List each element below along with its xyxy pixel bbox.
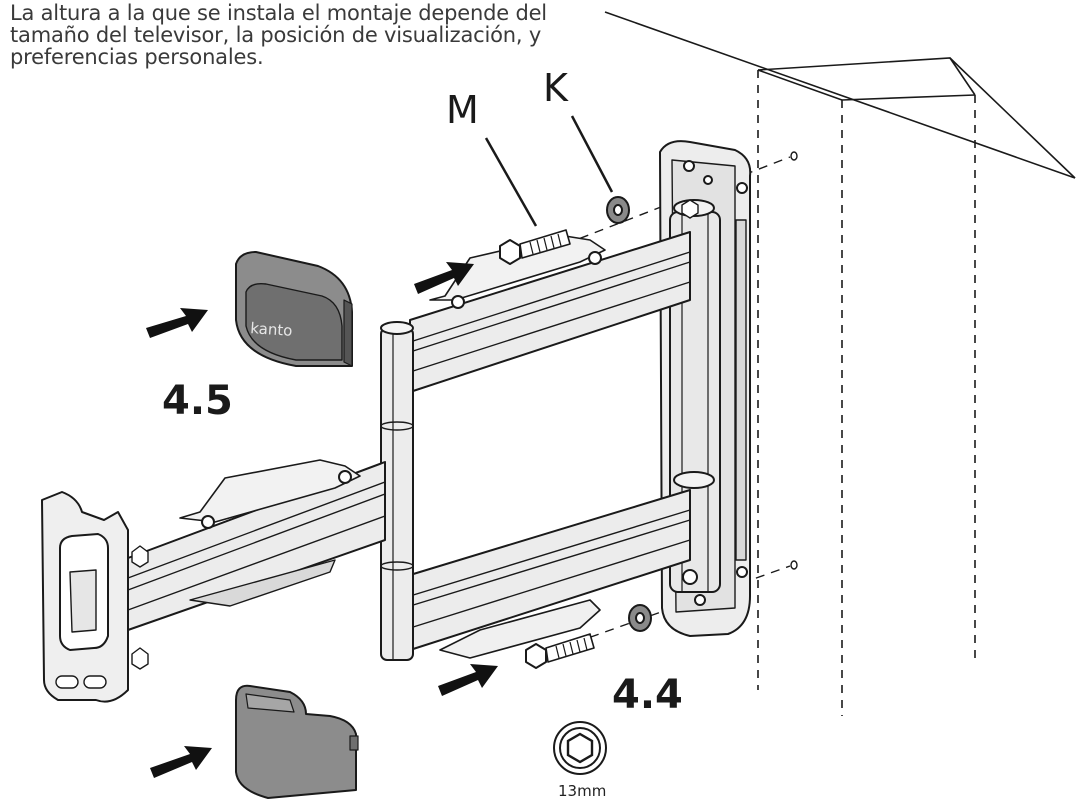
wall-hole-bottom	[790, 560, 798, 570]
bolt-bottom	[525, 633, 595, 669]
washer-k-top	[606, 196, 630, 224]
arrow-to-bottom-bolt	[438, 664, 498, 696]
arrow-to-top-bolt	[414, 262, 474, 294]
outer-arm-rail	[127, 459, 386, 631]
washer-bottom	[628, 604, 652, 632]
label-tool-size: 13mm	[558, 782, 607, 800]
upper-arm-rail	[409, 231, 691, 393]
bolt-m-top	[499, 229, 571, 265]
cap-brand-text: kanto	[250, 319, 293, 340]
top-end-cap: kanto	[235, 251, 353, 367]
label-bolt-m: M	[446, 88, 479, 132]
tv-plate	[41, 491, 149, 703]
wall-stud	[604, 11, 1076, 716]
wall-hole-top	[790, 151, 798, 161]
arrow-to-bottom-cap	[150, 746, 212, 778]
label-step-4-4: 4.4	[612, 672, 683, 718]
hex-socket-icon	[553, 721, 607, 775]
bottom-end-cap	[235, 684, 359, 799]
instruction-text: La altura a la que se instala el montaje…	[10, 1, 547, 69]
label-washer-k: K	[543, 66, 568, 110]
lower-arm-rail	[409, 489, 691, 659]
leader-lines	[484, 115, 614, 227]
label-step-4-5: 4.5	[162, 378, 233, 424]
arrow-to-top-cap	[146, 308, 208, 338]
direction-arrows	[146, 262, 498, 778]
